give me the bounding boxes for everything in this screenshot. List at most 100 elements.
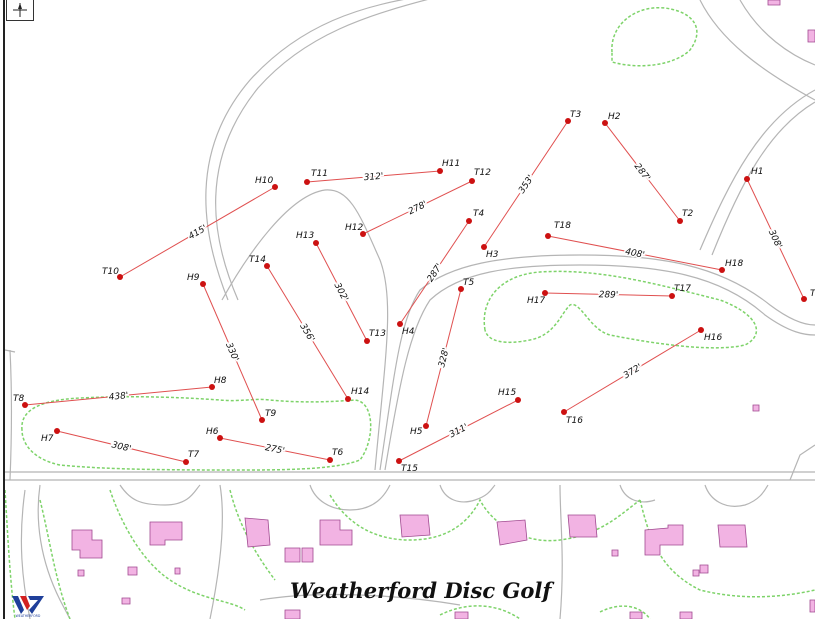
tee-label: T12 <box>474 168 491 178</box>
north-arrow-icon <box>13 3 27 17</box>
fairway-line <box>746 178 805 300</box>
tee-label: T9 <box>265 409 276 419</box>
fairway-line <box>483 120 569 248</box>
hole-length-label: 287' <box>426 262 445 284</box>
basket-marker[interactable] <box>397 321 403 327</box>
tee-label: T17 <box>674 284 691 294</box>
tee-label: T11 <box>311 169 328 179</box>
logo-icon: WEATHERFORD <box>10 592 46 618</box>
fairway-line <box>362 180 473 235</box>
hole-length-label: 278' <box>407 200 429 218</box>
tee-marker[interactable] <box>469 178 475 184</box>
basket-marker[interactable] <box>209 384 215 390</box>
north-arrow-box <box>6 0 34 21</box>
tee-marker[interactable] <box>801 296 807 302</box>
fairway-line <box>563 329 702 413</box>
basket-marker[interactable] <box>698 327 704 333</box>
tee-label: T8 <box>13 394 24 404</box>
fairway-line <box>219 437 331 461</box>
buildings <box>71 0 815 619</box>
hole-length-label: 372' <box>622 363 644 382</box>
hole-length-label: 302' <box>332 281 350 303</box>
basket-label: H7 <box>41 434 54 444</box>
fairway-line <box>202 283 263 421</box>
fairway-line <box>315 242 368 342</box>
tee-label: T5 <box>463 278 474 288</box>
basket-marker[interactable] <box>542 290 548 296</box>
basket-marker[interactable] <box>437 168 443 174</box>
hole-length-halo: 438' <box>108 391 129 403</box>
tee-label: T7 <box>188 450 199 460</box>
tee-marker[interactable] <box>677 218 683 224</box>
tee-marker[interactable] <box>545 233 551 239</box>
fairway-line <box>398 399 519 462</box>
fairway-line <box>306 170 441 183</box>
basket-label: H9 <box>187 273 200 283</box>
basket-marker[interactable] <box>719 267 725 273</box>
fairway-line <box>399 220 470 325</box>
tee-marker[interactable] <box>259 417 265 423</box>
hole-1[interactable]: 308'308'T1H1 <box>744 167 815 302</box>
tee-label: T3 <box>570 110 581 120</box>
tee-marker[interactable] <box>561 409 567 415</box>
basket-label: H2 <box>608 112 621 122</box>
basket-label: H5 <box>410 427 423 437</box>
basket-marker[interactable] <box>744 176 750 182</box>
fairway-line <box>425 288 462 427</box>
tee-label: T13 <box>369 329 386 339</box>
basket-marker[interactable] <box>200 281 206 287</box>
basket-label: H8 <box>214 376 227 386</box>
basket-label: H14 <box>351 387 369 397</box>
basket-marker[interactable] <box>345 396 351 402</box>
tee-marker[interactable] <box>364 338 370 344</box>
basket-marker[interactable] <box>313 240 319 246</box>
tee-label: T16 <box>566 416 583 426</box>
tee-label: T1 <box>810 289 815 299</box>
tee-marker[interactable] <box>466 218 472 224</box>
basket-label: H3 <box>486 250 499 260</box>
tee-label: T14 <box>249 255 266 265</box>
tee-marker[interactable] <box>458 286 464 292</box>
tee-marker[interactable] <box>565 118 571 124</box>
map-title: Weatherford Disc Golf <box>290 578 552 603</box>
basket-label: H6 <box>206 427 219 437</box>
basket-marker[interactable] <box>515 397 521 403</box>
fairway-line <box>119 186 276 278</box>
tee-marker[interactable] <box>117 274 123 280</box>
basket-marker[interactable] <box>217 435 223 441</box>
basket-marker[interactable] <box>481 244 487 250</box>
fairway-line <box>547 235 723 271</box>
fairway-line <box>604 122 681 222</box>
tee-label: T6 <box>332 448 343 458</box>
tee-marker[interactable] <box>396 458 402 464</box>
basket-marker[interactable] <box>54 428 60 434</box>
tee-marker[interactable] <box>327 457 333 463</box>
basket-label: H10 <box>255 176 273 186</box>
tee-marker[interactable] <box>183 459 189 465</box>
basket-marker[interactable] <box>272 184 278 190</box>
basket-label: H4 <box>402 327 415 337</box>
basket-marker[interactable] <box>360 231 366 237</box>
tee-marker[interactable] <box>22 402 28 408</box>
basket-marker[interactable] <box>602 120 608 126</box>
tee-marker[interactable] <box>264 263 270 269</box>
tee-marker[interactable] <box>304 179 310 185</box>
tee-marker[interactable] <box>669 293 675 299</box>
tee-label: T15 <box>401 464 418 474</box>
tee-label: T18 <box>554 221 571 231</box>
hole-length-label: 312' <box>363 172 383 184</box>
tee-label: T4 <box>473 209 484 219</box>
basket-marker[interactable] <box>423 423 429 429</box>
